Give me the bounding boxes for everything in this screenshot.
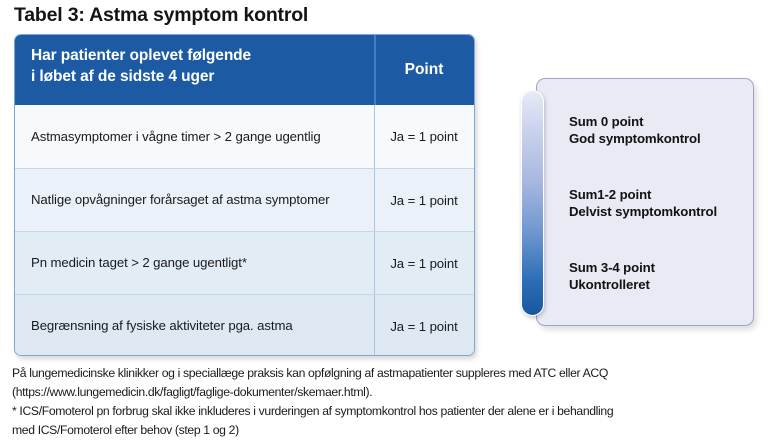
column-header-question: Har patienter oplevet følgende i løbet a…	[15, 35, 374, 105]
footnote-line: På lungemedicinske klinikker og i specia…	[12, 366, 608, 380]
column-header-point: Point	[404, 61, 444, 78]
footnotes: På lungemedicinske klinikker og i specia…	[12, 364, 760, 439]
table-row: Astmasymptomer i vågne timer > 2 gange u…	[15, 105, 474, 168]
score-range-label: Sum 3-4 point	[569, 259, 655, 275]
severity-gradient-bar-icon	[521, 90, 544, 316]
score-meaning-label: Delvist symptomkontrol	[569, 204, 718, 220]
symptom-control-table: Har patienter oplevet følgende i løbet a…	[14, 34, 475, 356]
score-interpretation-list: Sum 0 point God symptomkontrol Sum1-2 po…	[537, 79, 753, 325]
row-question: Natlige opvågninger forårsaget af astma …	[31, 192, 330, 208]
footnote-line: med ICS/Fomoterol efter behov (step 1 og…	[12, 422, 239, 437]
column-header-question-line1: Har patienter oplevet følgende	[31, 47, 252, 64]
footnote-line: * ICS/Fomoterol pn forbrug skal ikke ink…	[12, 404, 614, 419]
page-title: Tabel 3: Astma symptom kontrol	[14, 4, 309, 26]
row-question: Pn medicin taget > 2 gange ugentligt*	[31, 255, 247, 271]
table-row: Begrænsning af fysiske aktiviteter pga. …	[15, 294, 474, 355]
list-item: Sum 3-4 point Ukontrolleret	[569, 259, 743, 294]
table-row: Pn medicin taget > 2 gange ugentligt* Ja…	[15, 231, 474, 294]
score-range-label: Sum 0 point	[569, 114, 644, 129]
row-point: Ja = 1 point	[390, 192, 458, 208]
row-point: Ja = 1 point	[390, 129, 458, 144]
row-question: Begrænsning af fysiske aktiviteter pga. …	[31, 318, 293, 334]
row-point: Ja = 1 point	[390, 318, 458, 334]
footnote-link-line: (https://www.lungemedicin.dk/fagligt/fag…	[12, 384, 373, 399]
footnote-asterisk: * ICS/Fomoterol pn forbrug skal ikke ink…	[12, 402, 760, 439]
list-item: Sum1-2 point Delvist symptomkontrol	[569, 186, 743, 221]
table-row: Natlige opvågninger forårsaget af astma …	[15, 168, 474, 231]
list-item: Sum 0 point God symptomkontrol	[569, 113, 743, 148]
score-meaning-label: God symptomkontrol	[569, 131, 701, 147]
row-question: Astmasymptomer i vågne timer > 2 gange u…	[31, 128, 321, 144]
footnote-source: På lungemedicinske klinikker og i specia…	[12, 364, 760, 401]
score-meaning-label: Ukontrolleret	[569, 277, 650, 293]
score-range-label: Sum1-2 point	[569, 186, 652, 202]
column-header-question-line2: i løbet af de sidste 4 uger	[31, 67, 215, 85]
table-header-row: Har patienter oplevet følgende i løbet a…	[15, 35, 474, 105]
row-point: Ja = 1 point	[390, 255, 458, 271]
score-interpretation-panel: Sum 0 point God symptomkontrol Sum1-2 po…	[536, 78, 754, 326]
